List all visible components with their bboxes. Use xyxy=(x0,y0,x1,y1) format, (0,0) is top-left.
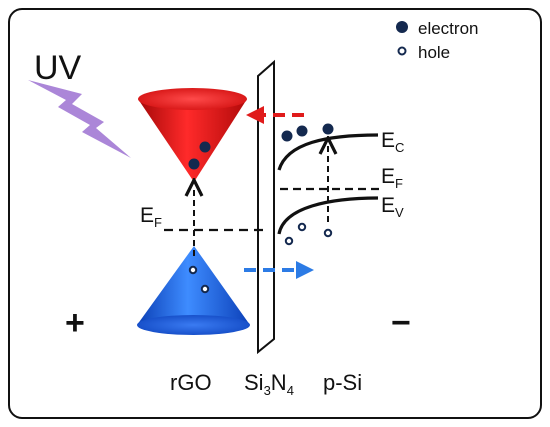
electron-dot xyxy=(281,130,293,142)
electron-dot xyxy=(199,141,211,153)
material-label-psi: p-Si xyxy=(323,370,362,395)
filled-circle-icon xyxy=(396,21,408,33)
valence-band-label: EV xyxy=(381,194,404,220)
electron-dot xyxy=(322,123,334,135)
electron-dot xyxy=(188,158,200,170)
upper-dirac-cone xyxy=(138,88,247,182)
positive-terminal: + xyxy=(65,304,85,342)
conduction-band-curve xyxy=(277,133,379,171)
hole-circle xyxy=(284,236,294,246)
electron-dot xyxy=(296,125,308,137)
si3n4-barrier xyxy=(257,59,275,355)
uv-label: UV xyxy=(34,49,82,87)
lower-dirac-cone xyxy=(137,246,250,335)
conduction-band-label: EC xyxy=(381,129,404,155)
legend-hole-label: hole xyxy=(418,43,450,62)
fermi-level-right-label: EF xyxy=(381,165,403,191)
electron-transfer-arrow xyxy=(246,106,304,124)
hole-transfer-arrow xyxy=(244,261,314,279)
material-label-si3n4: Si3N4 xyxy=(244,370,294,398)
negative-terminal: − xyxy=(391,304,411,342)
open-circle-icon xyxy=(397,46,407,56)
legend-electron-label: electron xyxy=(418,19,478,38)
valence-band-curve xyxy=(277,196,379,235)
hole-circle xyxy=(200,284,210,294)
hole-circle xyxy=(323,228,333,238)
fermi-level-left-label: EF xyxy=(140,204,162,230)
lightning-bolt-icon xyxy=(28,80,131,158)
hole-circle xyxy=(297,222,307,232)
material-label-rgo: rGO xyxy=(170,370,212,395)
hole-circle xyxy=(188,265,198,275)
